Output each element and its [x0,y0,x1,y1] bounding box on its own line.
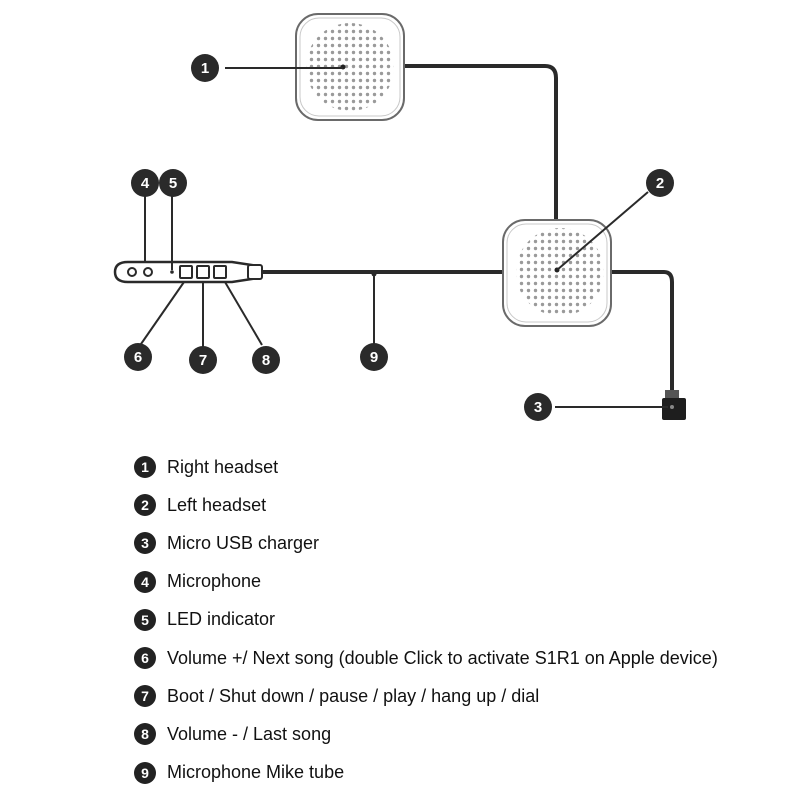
legend-label: Microphone [167,571,262,592]
svg-text:2: 2 [656,175,664,192]
headset-diagram: 1 2 3 4 5 6 7 8 9 [113,13,686,421]
legend-label: Micro USB charger [167,532,320,553]
cables [260,64,674,394]
legend-number: 1 [134,456,156,479]
leader-lines [140,67,668,408]
cable-right-to-left [402,64,558,226]
svg-text:4: 4 [141,175,150,192]
right-headset [295,13,405,121]
legend-number: 8 [134,723,156,746]
callout-1: 1 [191,54,219,82]
legend-number: 2 [134,494,156,517]
led-indicator [170,270,174,274]
legend-item-microphone: 4 Microphone [134,563,774,601]
callout-4: 4 [131,169,159,197]
legend-item-volume-down: 8 Volume - / Last song [134,715,774,753]
callout-7: 7 [189,346,217,374]
volume-up-button [179,265,193,279]
svg-text:1: 1 [201,60,209,77]
legend-label: LED indicator [167,609,276,630]
legend-label: Left headset [167,494,267,515]
legend-label: Right headset [167,456,279,477]
svg-text:3: 3 [534,399,542,416]
legend-label: Volume - / Last song [167,723,332,744]
legend-item-power: 7 Boot / Shut down / pause / play / hang… [134,677,774,715]
legend-label: Microphone Mike tube [167,762,345,783]
callout-5: 5 [159,169,187,197]
svg-text:9: 9 [370,349,378,366]
volume-down-button [213,265,227,279]
callout-3: 3 [524,393,552,421]
microphone-hole [127,267,137,277]
legend-number: 5 [134,608,156,631]
legend-number: 7 [134,685,156,708]
legend-label: Boot / Shut down / pause / play / hang u… [167,685,540,706]
callout-9: 9 [360,343,388,371]
legend-item-volume-up: 6 Volume +/ Next song (double Click to a… [134,639,774,677]
legend-number: 9 [134,761,156,784]
callout-8: 8 [252,346,280,374]
legend-item-micro-usb-charger: 3 Micro USB charger [134,524,774,562]
svg-text:7: 7 [199,352,207,369]
legend-item-mike-tube: 9 Microphone Mike tube [134,754,774,792]
control-unit [113,260,263,284]
svg-text:8: 8 [262,352,270,369]
legend-item-led-indicator: 5 LED indicator [134,601,774,639]
legend-item-left-headset: 2 Left headset [134,486,774,524]
svg-text:6: 6 [134,349,142,366]
legend-number: 4 [134,570,156,593]
micro-usb-connector [662,390,686,420]
legend-number: 6 [134,647,156,670]
legend-item-right-headset: 1 Right headset [134,448,774,486]
left-headset [502,219,612,327]
svg-text:5: 5 [169,175,177,192]
legend: 1 Right headset 2 Left headset 3 Micro U… [134,448,774,792]
callout-6: 6 [124,343,152,371]
cable-to-charger [606,270,674,394]
legend-label: Volume +/ Next song (double Click to act… [167,647,718,668]
callout-2: 2 [646,169,674,197]
power-button [196,265,210,279]
legend-number: 3 [134,532,156,555]
